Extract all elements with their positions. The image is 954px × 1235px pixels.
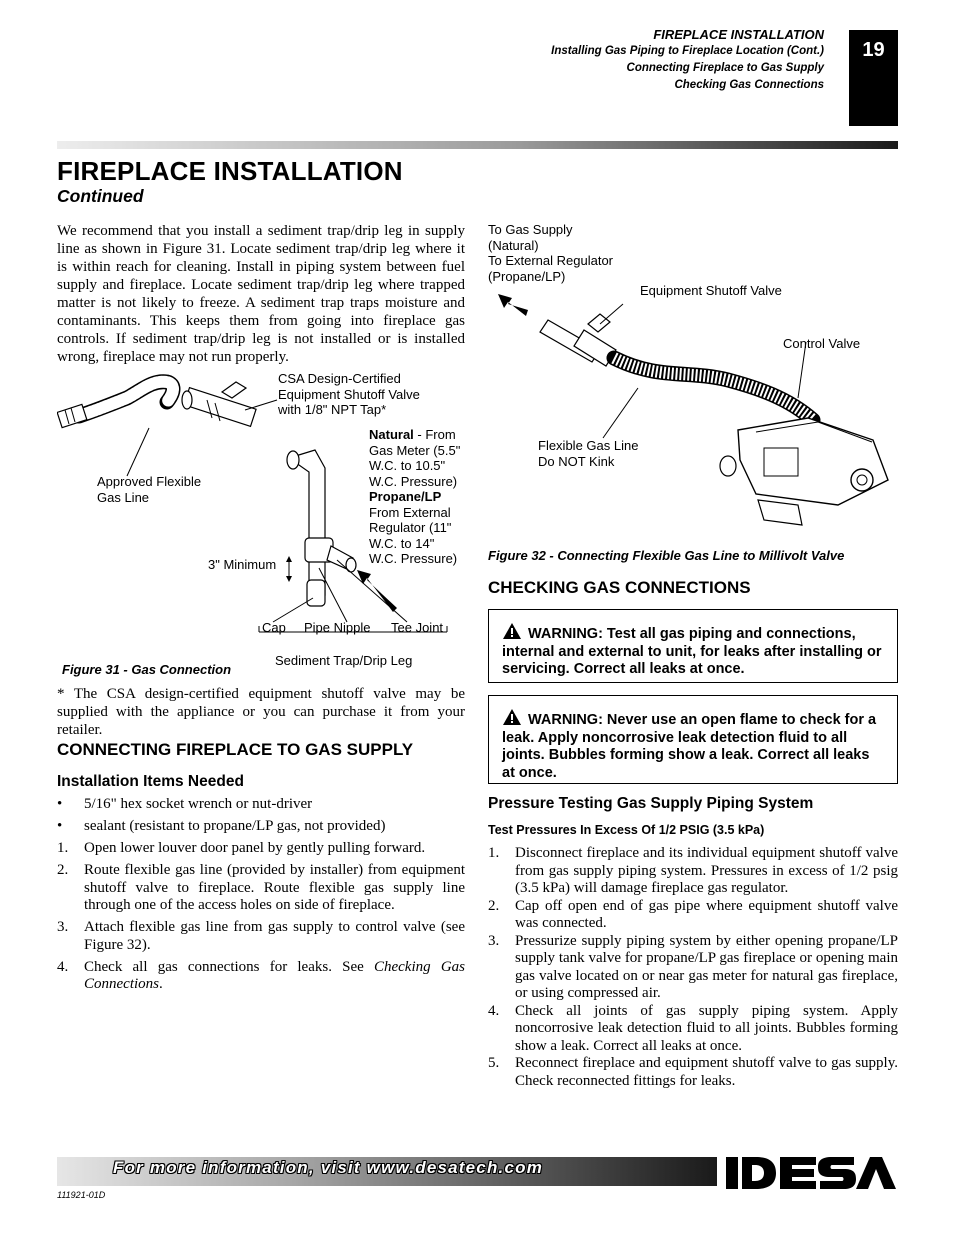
label-gas-supply: To Gas Supply (Natural) To External Regu… — [488, 222, 614, 284]
running-header: FIREPLACE INSTALLATION Installing Gas Pi… — [551, 27, 824, 94]
list-item: 1.Disconnect fireplace and its individua… — [488, 845, 898, 896]
label-pipe-nipple: Pipe Nipple — [304, 620, 371, 635]
millivolt-valve-diagram — [498, 294, 889, 526]
installation-items-heading: Installation Items Needed — [57, 773, 244, 790]
label-flex-line: Approved Flexible Gas Line — [97, 474, 202, 505]
intro-paragraph: We recommend that you install a sediment… — [57, 223, 465, 365]
label-cap: Cap — [262, 620, 286, 635]
label-valve: CSA Design-Certified Equipment Shutoff V… — [278, 371, 420, 417]
list-item: •5/16" hex socket wrench or nut-driver — [57, 796, 313, 812]
label-control-valve: Control Valve — [783, 336, 861, 351]
list-item: 2.Cap off open end of gas pipe where equ… — [488, 897, 898, 932]
list-item: 3.Attach flexible gas line from gas supp… — [57, 919, 465, 953]
label-flex-gas-line: Flexible Gas Line Do NOT Kink — [538, 438, 639, 469]
warning-icon — [503, 623, 521, 639]
page-title: FIREPLACE INSTALLATION — [57, 156, 403, 186]
list-item: 2.Route flexible gas line (provided by i… — [57, 862, 465, 914]
gas-connection-diagram — [57, 374, 448, 633]
header-line-2: Connecting Fireplace to Gas Supply — [626, 62, 824, 74]
installation-items-list: •5/16" hex socket wrench or nut-driver •… — [57, 796, 465, 999]
list-item: •sealant (resistant to propane/LP gas, n… — [57, 818, 386, 835]
label-sediment-trap: Sediment Trap/Drip Leg — [275, 653, 413, 668]
label-tee-joint: Tee Joint — [391, 620, 444, 635]
warning-icon — [503, 709, 521, 725]
warning-box-leaks: WARNING: Test all gas piping and connect… — [488, 609, 898, 683]
label-minimum: 3" Minimum — [208, 557, 277, 572]
header-line-1: Installing Gas Piping to Fireplace Locat… — [551, 45, 824, 57]
list-item: 4.Check all joints of gas supply piping … — [488, 1002, 898, 1054]
figure31-caption: Figure 31 - Gas Connection — [62, 662, 232, 677]
page-number: 19 — [849, 30, 898, 126]
footer-bar — [57, 1157, 717, 1186]
section-connecting: CONNECTING FIREPLACE TO GAS SUPPLY — [57, 740, 414, 759]
cross-reference-link[interactable]: Checking Gas Connections — [84, 958, 465, 993]
warning-text: WARNING: Test all gas piping and connect… — [502, 626, 882, 677]
footnote: * The CSA design-certified equipment shu… — [57, 686, 465, 738]
list-item: 1.Open lower louver door panel by gently… — [57, 840, 426, 857]
document-number: 111921-01D — [57, 1190, 106, 1200]
header-section: FIREPLACE INSTALLATION — [653, 27, 824, 42]
warning-text: WARNING: Never use an open flame to chec… — [502, 712, 877, 781]
label-shutoff-valve: Equipment Shutoff Valve — [640, 283, 782, 298]
pressure-subheading: Test Pressures In Excess Of 1/2 PSIG (3.… — [488, 823, 765, 837]
pressure-steps-list: 1.Disconnect fireplace and its individua… — [488, 845, 898, 1090]
list-item: 5.Reconnect fireplace and equipment shut… — [488, 1055, 898, 1089]
list-item: 3.Pressurize supply piping system by eit… — [488, 932, 898, 1002]
header-divider — [57, 141, 898, 149]
section-checking: CHECKING GAS CONNECTIONS — [488, 578, 751, 597]
desa-logo — [726, 1157, 896, 1189]
page-subtitle: Continued — [57, 186, 144, 206]
pressure-heading: Pressure Testing Gas Supply Piping Syste… — [488, 795, 814, 812]
list-item: 4.Check all gas connections for leaks. S… — [57, 958, 465, 993]
footer-website-link[interactable]: For more information, visit www.desatech… — [113, 1158, 544, 1177]
warning-box-flame: WARNING: Never use an open flame to chec… — [488, 695, 898, 784]
figure32-caption: Figure 32 - Connecting Flexible Gas Line… — [488, 548, 845, 563]
label-pressure: Natural - From Gas Meter (5.5" W.C. to 1… — [369, 427, 461, 566]
header-line-3: Checking Gas Connections — [674, 79, 824, 91]
